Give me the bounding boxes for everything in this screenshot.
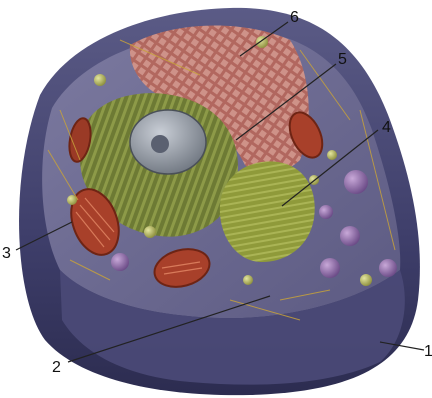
vesicle (144, 226, 156, 238)
vesicle (243, 275, 253, 285)
vacuole (319, 205, 333, 219)
vacuole (111, 253, 129, 271)
vesicle (94, 74, 106, 86)
label-3: 3 (2, 245, 11, 262)
label-5: 5 (338, 51, 347, 68)
vesicle (360, 274, 372, 286)
vacuole (379, 259, 397, 277)
label-2: 2 (52, 359, 61, 376)
vacuole (340, 226, 360, 246)
label-1: 1 (424, 343, 432, 360)
vesicle (327, 150, 337, 160)
vacuole (344, 170, 368, 194)
vacuole (320, 258, 340, 278)
nucleolus (151, 135, 169, 153)
label-4: 4 (382, 119, 391, 136)
label-6: 6 (290, 9, 299, 26)
